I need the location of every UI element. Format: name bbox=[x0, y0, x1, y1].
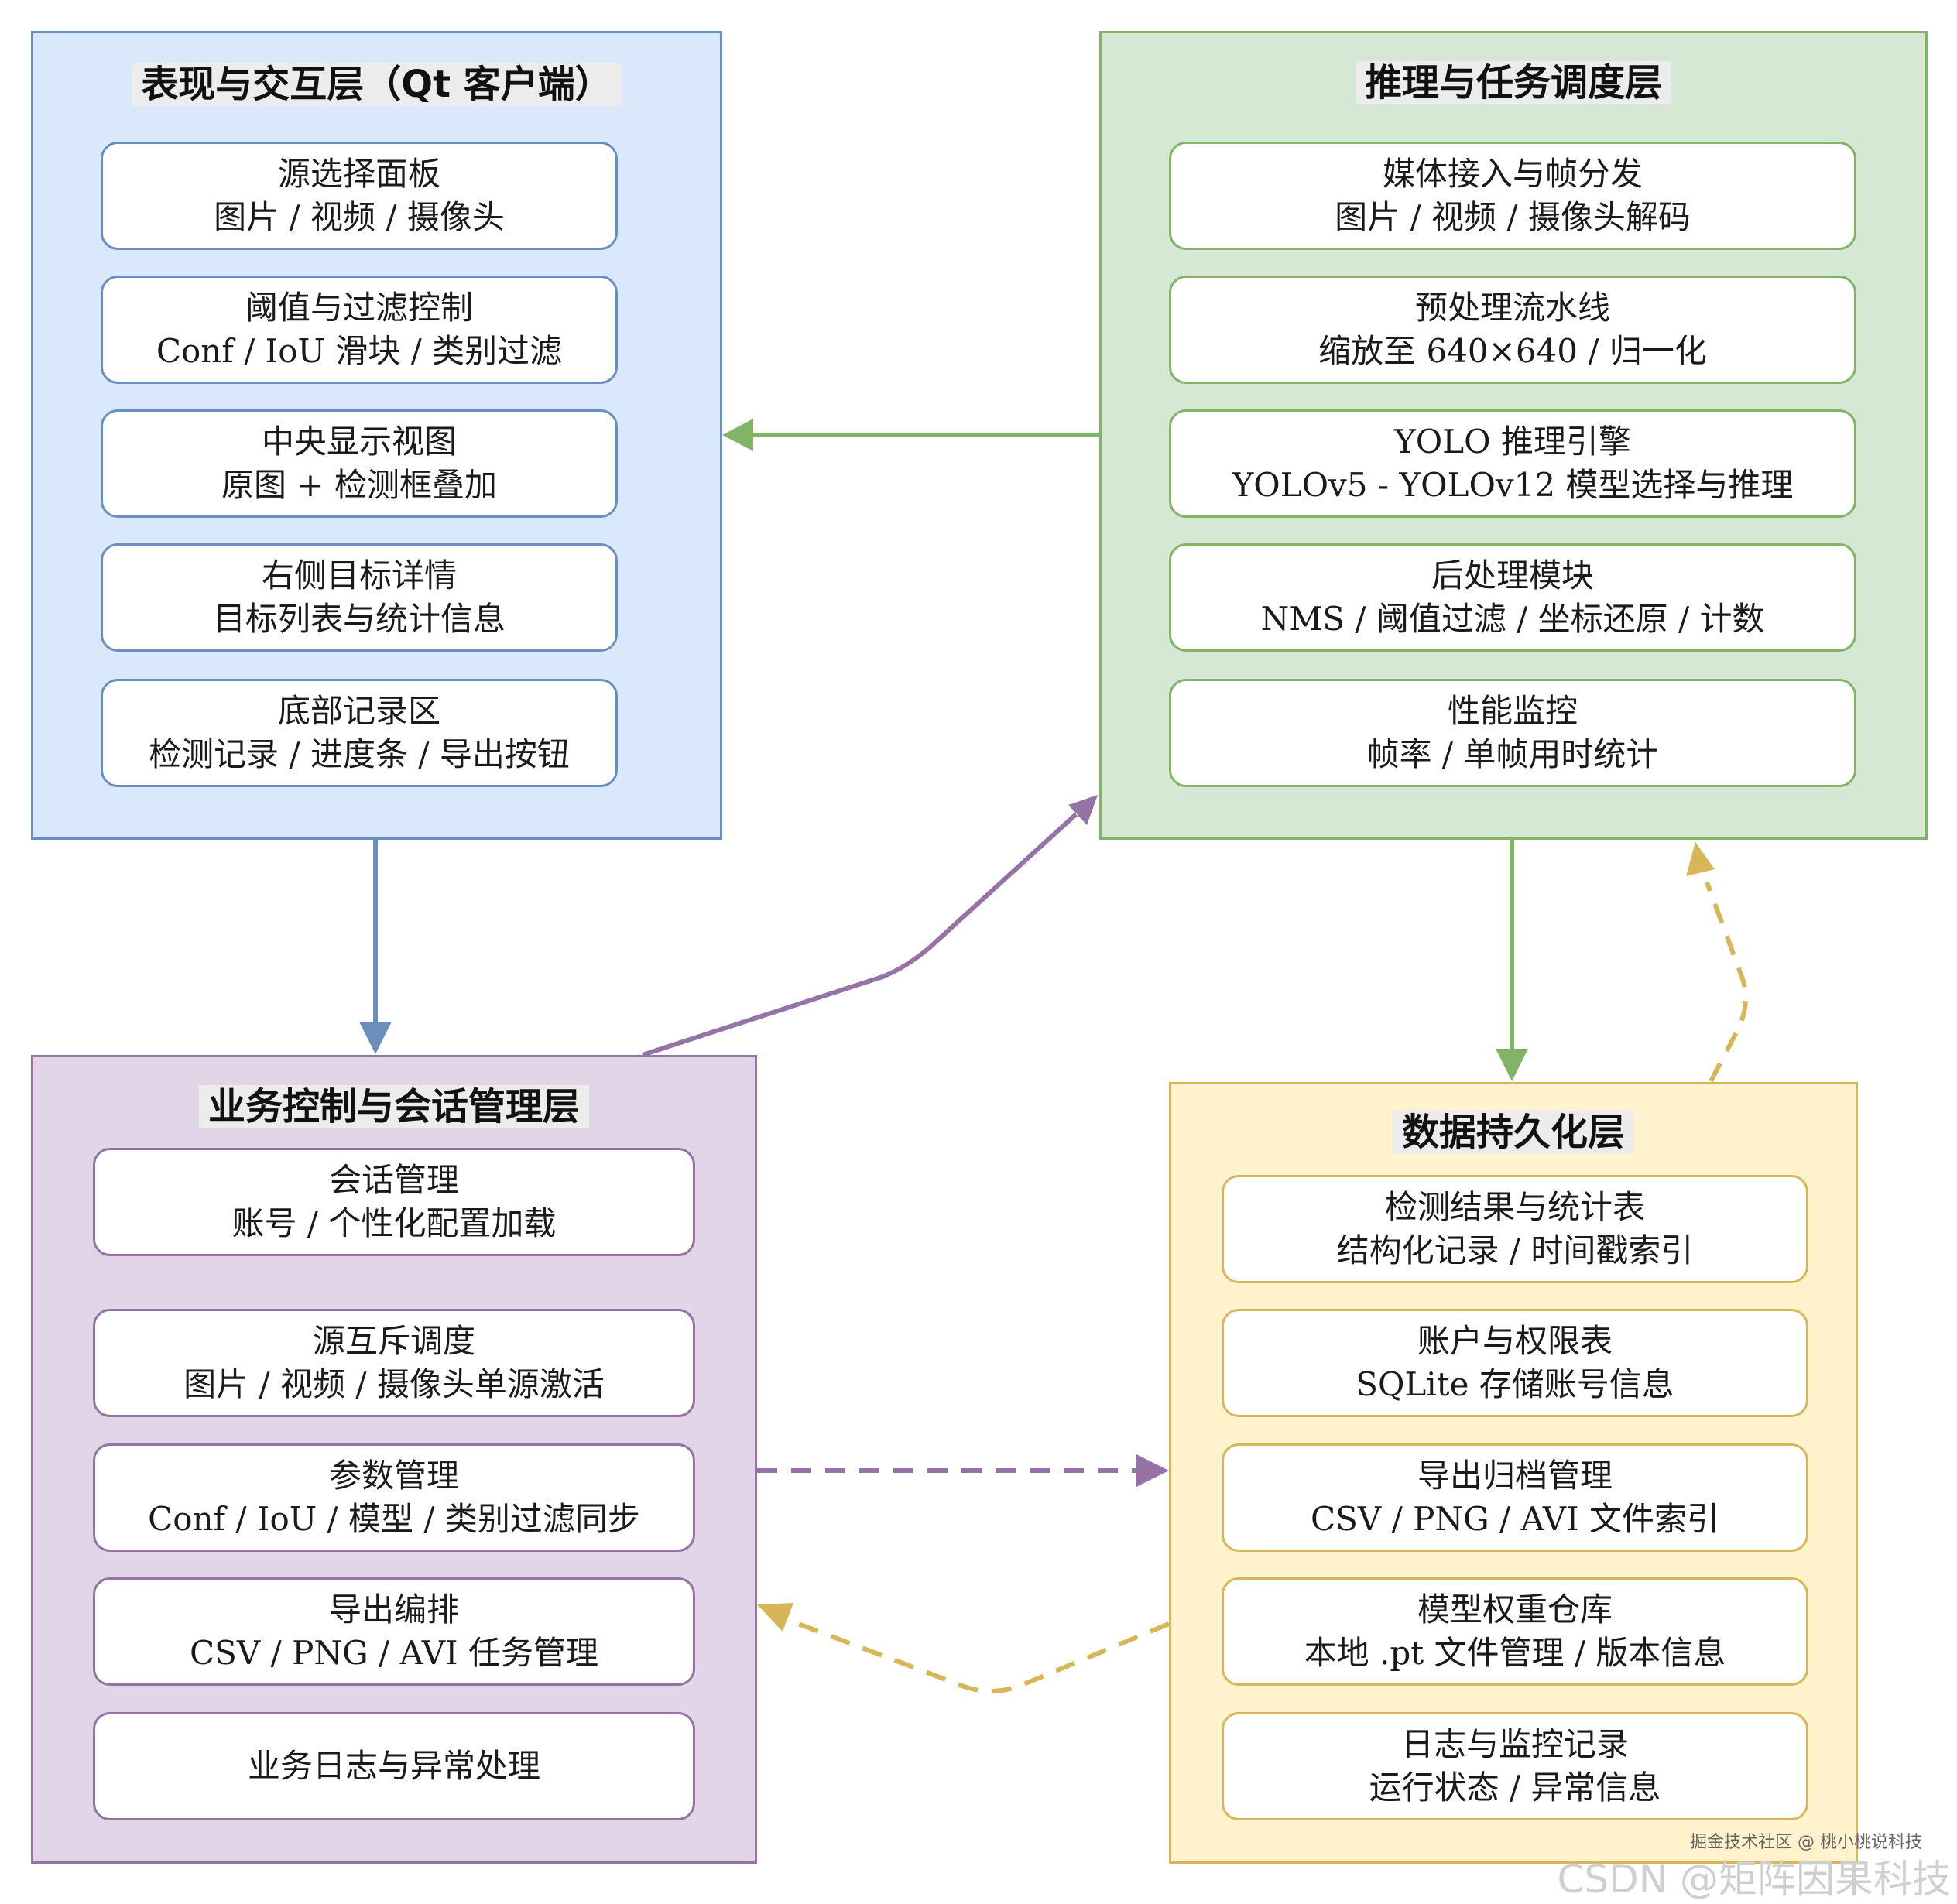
presentation-layer-panel: 表现与交互层（Qt 客户端） 源选择面板图片 / 视频 / 摄像头 阈值与过滤控… bbox=[31, 31, 722, 840]
inference-layer-title: 推理与任务调度层 bbox=[1102, 52, 1925, 106]
bottom-record-box: 底部记录区检测记录 / 进度条 / 导出按钮 bbox=[101, 679, 618, 787]
arrowhead-business bbox=[359, 1022, 392, 1054]
central-display-box: 中央显示视图原图 + 检测框叠加 bbox=[101, 409, 618, 518]
media-ingest-box: 媒体接入与帧分发图片 / 视频 / 摄像头解码 bbox=[1169, 142, 1856, 250]
arrow-persistence-to-inference bbox=[1705, 881, 1748, 1083]
arrowhead-presentation bbox=[722, 419, 753, 451]
performance-monitor-box: 性能监控帧率 / 单帧用时统计 bbox=[1169, 679, 1856, 787]
business-layer-title: 业务控制与会话管理层 bbox=[33, 1076, 755, 1130]
arrowhead-persistence bbox=[1496, 1049, 1528, 1081]
session-management-box: 会话管理账号 / 个性化配置加载 bbox=[93, 1148, 695, 1256]
arrowhead-persistence-from-business bbox=[1136, 1454, 1169, 1487]
arrowhead-business-from-persistence bbox=[757, 1603, 793, 1632]
watermark-juejin: 掘金技术社区 @ 桃小桃说科技 bbox=[1690, 1833, 1922, 1852]
arrow-business-to-inference bbox=[642, 812, 1078, 1057]
log-monitor-box: 日志与监控记录运行状态 / 异常信息 bbox=[1222, 1712, 1808, 1820]
preprocess-pipeline-box: 预处理流水线缩放至 640×640 / 归一化 bbox=[1169, 276, 1856, 384]
arrowhead-inference-from-business bbox=[1068, 795, 1098, 825]
watermark-csdn: CSDN @矩阵因果科技 bbox=[1557, 1857, 1951, 1902]
target-details-box: 右侧目标详情目标列表与统计信息 bbox=[101, 543, 618, 652]
inference-layer-panel: 推理与任务调度层 媒体接入与帧分发图片 / 视频 / 摄像头解码 预处理流水线缩… bbox=[1099, 31, 1928, 840]
detection-results-box: 检测结果与统计表结构化记录 / 时间戳索引 bbox=[1222, 1175, 1808, 1283]
persistence-layer-title: 数据持久化层 bbox=[1171, 1101, 1856, 1156]
business-layer-panel: 业务控制与会话管理层 会话管理账号 / 个性化配置加载 源互斥调度图片 / 视频… bbox=[31, 1055, 757, 1864]
source-mutex-box: 源互斥调度图片 / 视频 / 摄像头单源激活 bbox=[93, 1309, 695, 1417]
model-weights-box: 模型权重仓库本地 .pt 文件管理 / 版本信息 bbox=[1222, 1577, 1808, 1686]
arrow-persistence-to-business bbox=[780, 1615, 1170, 1693]
business-log-box: 业务日志与异常处理 bbox=[93, 1712, 695, 1820]
source-select-panel-box: 源选择面板图片 / 视频 / 摄像头 bbox=[101, 142, 618, 250]
arrowhead-inference-from-persistence bbox=[1686, 842, 1715, 876]
presentation-layer-title: 表现与交互层（Qt 客户端） bbox=[33, 53, 720, 108]
